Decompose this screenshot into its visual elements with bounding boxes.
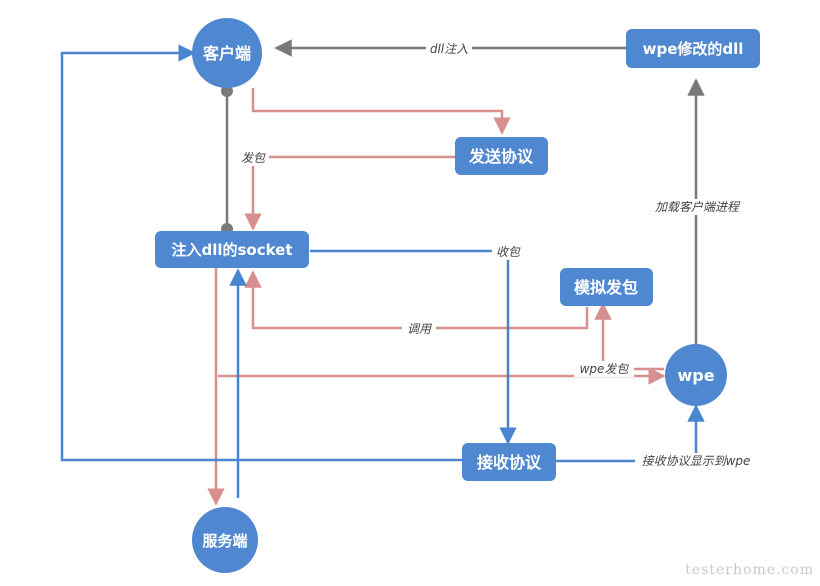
- node-client: 客户端: [192, 18, 262, 88]
- edge-recv-packet: [310, 249, 517, 445]
- label-call: 调用: [407, 322, 432, 336]
- node-wpe-label: wpe: [677, 366, 714, 385]
- node-wpe: wpe: [665, 344, 727, 406]
- label-wpe-send: wpe发包: [580, 362, 630, 376]
- nodes: 客户端 wpe修改的dll 发送协议 注入dll的socket 模拟发包 wpe…: [155, 18, 760, 573]
- node-server-label: 服务端: [202, 532, 247, 550]
- node-modified-dll-label: wpe修改的dll: [643, 40, 744, 58]
- edge-call: [244, 270, 589, 330]
- node-recv-protocol: 接收协议: [462, 443, 556, 481]
- node-send-protocol-label: 发送协议: [468, 147, 534, 166]
- label-recv-show-wpe: 接收协议显示到wpe: [642, 454, 751, 468]
- node-server: 服务端: [192, 507, 258, 573]
- edge-client-to-send-protocol: [251, 88, 511, 135]
- edge-labels: dll注入 发包 加载客户端进程 收包 调用 wpe发包 接收协议显示到wpe: [237, 41, 757, 469]
- edge-wpe-send: [594, 302, 664, 371]
- node-modified-dll: wpe修改的dll: [626, 29, 760, 68]
- edge-send-packet: [244, 155, 455, 231]
- label-load-client-process: 加载客户端进程: [655, 200, 741, 214]
- node-send-protocol: 发送协议: [455, 137, 548, 175]
- node-socket-dll-label: 注入dll的socket: [171, 241, 292, 259]
- node-client-label: 客户端: [203, 44, 251, 63]
- node-recv-protocol-label: 接收协议: [477, 453, 542, 472]
- label-dll-inject: dll注入: [430, 42, 468, 56]
- edge-recv-to-client: [60, 44, 462, 462]
- node-socket-dll: 注入dll的socket: [155, 231, 309, 268]
- label-send-packet: 发包: [241, 151, 266, 165]
- label-recv-packet: 收包: [496, 245, 521, 259]
- node-simulate-send: 模拟发包: [560, 268, 653, 306]
- edge-recv-show-wpe: [556, 404, 705, 463]
- node-simulate-send-label: 模拟发包: [574, 278, 638, 297]
- watermark: testerhome.com: [685, 562, 814, 578]
